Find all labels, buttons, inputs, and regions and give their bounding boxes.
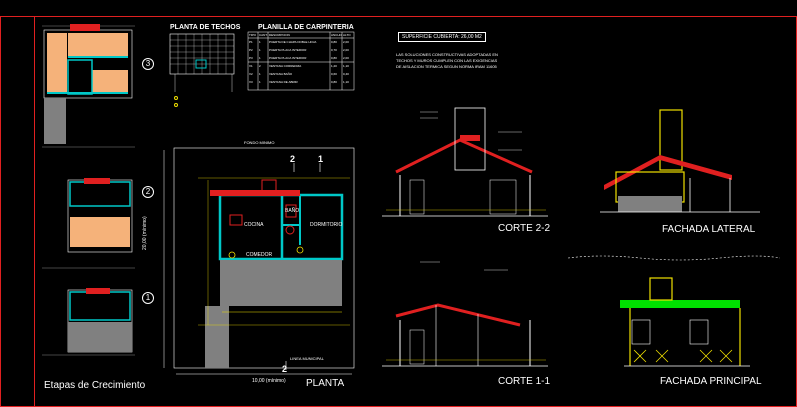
carpentry-cell: 1 (259, 80, 261, 84)
carpentry-cell: 1,20 (331, 64, 337, 68)
carpentry-cell: 2,00 (343, 56, 349, 60)
carpentry-header-cell: CANT. (259, 33, 268, 37)
plan-depth-dimension: 20,00 (mínimo) (142, 216, 148, 250)
carpentry-cell: 0,60 (331, 72, 337, 76)
carpentry-cell: VENTANA BAÑO (269, 72, 293, 76)
section-22-title: CORTE 2-2 (498, 223, 551, 234)
room-label-bedroom: DORMITORIO (310, 222, 343, 228)
thermal-note-1: LAS SOLUCIONES CONSTRUCTIVAS ADOPTADAS E… (396, 52, 498, 57)
section-mark-2-top: 2 (290, 154, 296, 164)
carpentry-cell: P2 (249, 48, 253, 52)
carpentry-cell: VENTANA DE ABRIR (269, 80, 298, 84)
section-1-1 (382, 261, 548, 367)
plan-back-label: FONDO MINIMO (244, 140, 275, 145)
carpentry-header-cell: TIPO (249, 33, 257, 37)
roof-plan-title: PLANTA DE TECHOS (170, 24, 241, 31)
side-facade (567, 109, 781, 261)
carpentry-cell: PUERTA PLACA INTERIOR (269, 56, 307, 60)
carpentry-header-cell: ALTO (343, 33, 351, 37)
carpentry-cell: 0,40 (343, 72, 349, 76)
section-2-2 (382, 107, 548, 217)
carpentry-table (247, 31, 355, 91)
growth-stages-title: Etapas de Crecimiento (44, 380, 146, 391)
carpentry-title: PLANILLA DE CARPINTERIA (258, 24, 354, 31)
carpentry-cell: PUERTA PLACA INTERIOR (269, 48, 307, 52)
section-11-title: CORTE 1-1 (498, 376, 551, 387)
plan-width-dimension: 10,00 (mínimo) (252, 378, 286, 384)
stage-1-panel (42, 288, 135, 356)
room-label-dining: COMEDOR (246, 252, 273, 258)
carpentry-cell: VENTANA CORREDIZA (269, 64, 302, 68)
carpentry-cell: V3 (249, 80, 253, 84)
carpentry-cell: 2 (259, 64, 261, 68)
stage-number-2: 2 (142, 186, 154, 198)
carpentry-cell: 1 (259, 56, 261, 60)
main-facade (620, 277, 750, 367)
carpentry-cell: 1,10 (343, 64, 349, 68)
carpentry-cell: 1 (259, 72, 261, 76)
stage-2-panel (42, 178, 135, 269)
plan-front-label: LINEA MUNICIPAL (290, 356, 324, 361)
carpentry-cell: 0,80 (331, 80, 337, 84)
carpentry-header-cell: DESCRIPCION (269, 33, 290, 37)
stage-number-3: 3 (142, 58, 154, 70)
carpentry-cell: 0,80 (331, 40, 337, 44)
carpentry-cell: 1 (259, 48, 261, 52)
carpentry-cell: P3 (249, 56, 253, 60)
carpentry-cell: 2,00 (343, 40, 349, 44)
room-label-kitchen: COCINA (244, 222, 264, 228)
site-plan (163, 147, 355, 375)
carpentry-header-cell: ANCHO (331, 33, 342, 37)
section-mark-1-top: 1 (318, 154, 324, 164)
stage-number-1: 1 (142, 292, 154, 304)
carpentry-cell: 0,80 (331, 56, 337, 60)
carpentry-cell: 0,70 (331, 48, 337, 52)
section-mark-2-bottom: 2 (282, 364, 288, 374)
stage-3-panel (42, 24, 135, 148)
carpentry-cell: 1,10 (343, 80, 349, 84)
roof-plan (169, 33, 235, 107)
room-label-bath: BAÑO (285, 208, 300, 214)
thermal-note-2: TECHOS Y MUROS CUMPLEN CON LAS EXIGENCIA… (396, 58, 498, 63)
carpentry-cell: V2 (249, 72, 253, 76)
carpentry-cell: 2,00 (343, 48, 349, 52)
surface-area-box: SUPERFICIE CUBIERTA: 26,00 M2 (398, 32, 486, 42)
plan-title: PLANTA (306, 378, 345, 389)
main-facade-title: FACHADA PRINCIPAL (660, 376, 762, 387)
carpentry-cell: V1 (249, 64, 253, 68)
carpentry-cell: PUERTA DE CHAPA DOBLE HOJA (269, 40, 317, 44)
carpentry-cell: 1 (259, 40, 261, 44)
thermal-note-3: DE AISLACION TERMICA SEGUN NORMA IRAM 11… (396, 64, 497, 69)
carpentry-cell: P1 (249, 40, 253, 44)
side-facade-title: FACHADA LATERAL (662, 224, 756, 235)
